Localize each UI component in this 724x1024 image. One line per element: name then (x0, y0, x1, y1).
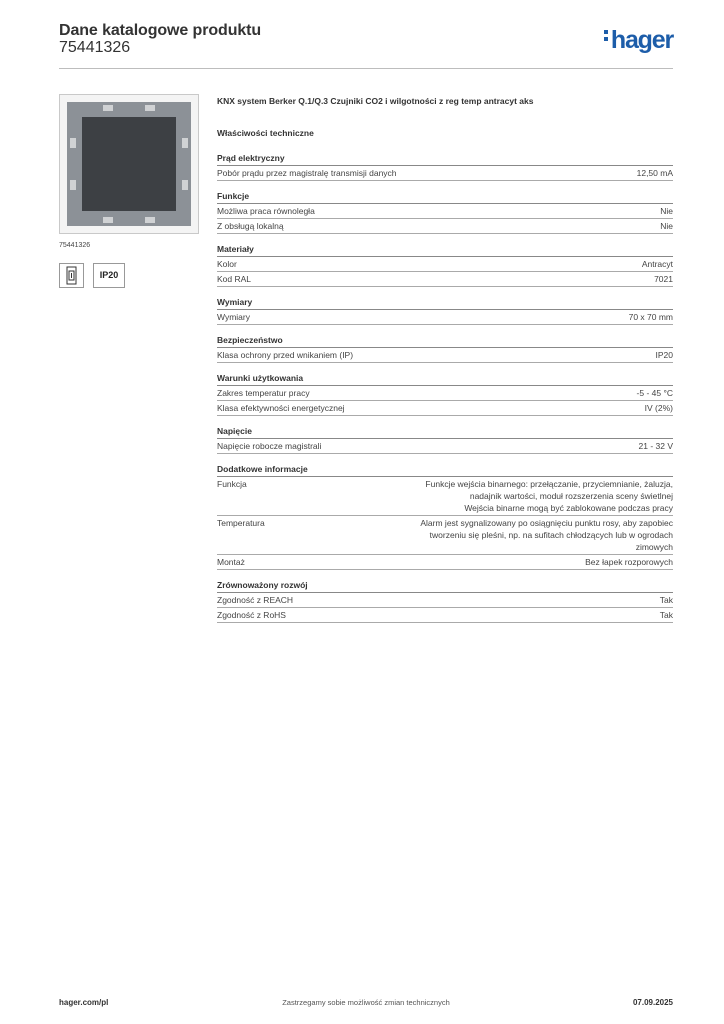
section-title: Wymiary (217, 296, 673, 310)
logo-text: hager (610, 26, 674, 54)
footer-date: 07.09.2025 (632, 998, 673, 1007)
spec-value: Tak (659, 610, 673, 620)
section-title: Funkcje (217, 190, 673, 204)
frame-slot (70, 180, 76, 190)
spec-value: IP20 (655, 350, 674, 360)
spec-value: 12,50 mA (636, 168, 673, 178)
section-title: Napięcie (217, 425, 673, 439)
product-name: KNX system Berker Q.1/Q.3 Czujniki CO2 i… (217, 96, 534, 106)
spec-label: Klasa efektywności energetycznej (217, 403, 345, 413)
spec-value: 21 - 32 V (638, 441, 674, 451)
spec-row: Napięcie robocze magistrali 21 - 32 V (217, 439, 673, 454)
spec-row: Pobór prądu przez magistralę transmisji … (217, 166, 673, 181)
frame-slot (182, 138, 188, 148)
page-title: Dane katalogowe produktu (59, 22, 262, 39)
spec-row: Zakres temperatur pracy -5 - 45 °C (217, 386, 673, 401)
spec-row: Wymiary 70 x 70 mm (217, 310, 673, 325)
spec-row: Zgodność z RoHS Tak (217, 608, 673, 623)
section-title: Materiały (217, 243, 673, 257)
mounting-icon (59, 263, 84, 288)
spec-label: Zgodność z REACH (217, 595, 294, 605)
spec-label: Temperatura (217, 518, 265, 528)
spec-value: Nie (660, 221, 673, 231)
section-title: Bezpieczeństwo (217, 334, 673, 348)
section-title: Prąd elektryczny (217, 152, 673, 166)
spec-label: Napięcie robocze magistrali (217, 441, 322, 451)
spec-label: Montaż (217, 557, 245, 567)
product-number: 75441326 (59, 39, 131, 56)
spec-label: Pobór prądu przez magistralę transmisji … (217, 168, 397, 178)
frame-slot (145, 217, 155, 223)
image-product-code: 75441326 (59, 242, 91, 249)
frame-slot (103, 217, 113, 223)
header-divider (59, 68, 673, 69)
spec-label: Kolor (217, 259, 237, 269)
spec-value: Bez łapek rozporowych (585, 557, 673, 567)
spec-value: Funkcje wejścia binarnego: przełączanie,… (425, 479, 673, 513)
spec-row: Możliwa praca równoległa Nie (217, 204, 673, 219)
logo-dots-icon (603, 30, 609, 44)
section-title: Dodatkowe informacje (217, 463, 673, 477)
frame-slot (182, 180, 188, 190)
spec-value: Tak (659, 595, 673, 605)
product-specifications: KNX system Berker Q.1/Q.3 Czujniki CO2 i… (217, 94, 673, 623)
page-header: Dane katalogowe produktu 75441326 hager (59, 20, 674, 68)
mounting-frame (67, 102, 191, 226)
spec-row: Montaż Bez łapek rozporowych (217, 555, 673, 570)
spec-label: Klasa ochrony przed wnikaniem (IP) (217, 350, 354, 360)
spec-row: Kolor Antracyt (217, 257, 673, 272)
spec-value: 70 x 70 mm (628, 312, 673, 322)
spec-value: 7021 (654, 274, 673, 284)
frame-slot (145, 105, 155, 111)
spec-row: Kod RAL 7021 (217, 272, 673, 287)
spec-label: Możliwa praca równoległa (217, 206, 315, 216)
spec-value: -5 - 45 °C (636, 388, 673, 398)
hager-logo: hager (603, 26, 674, 54)
spec-value: Antracyt (641, 259, 673, 269)
spec-label: Wymiary (217, 312, 250, 322)
section-title: Warunki użytkowania (217, 372, 673, 386)
spec-row: Zgodność z REACH Tak (217, 593, 673, 608)
ip20-badge: IP20 (93, 263, 125, 288)
spec-row: Temperatura Alarm jest sygnalizowany po o… (217, 516, 673, 555)
spec-label: Zakres temperatur pracy (217, 388, 310, 398)
spec-row: Klasa efektywności energetycznej IV (2%) (217, 401, 673, 416)
footer-disclaimer: Zastrzegamy sobie możliwość zmian techni… (282, 998, 450, 1007)
spec-value: IV (2%) (644, 403, 673, 413)
spec-label: Zgodność z RoHS (217, 610, 286, 620)
spec-row: Funkcja Funkcje wejścia binarnego: przełą… (217, 477, 673, 516)
spec-label: Kod RAL (217, 274, 252, 284)
spec-value: Alarm jest sygnalizowany po osiągnięciu … (420, 518, 673, 552)
product-image (59, 94, 199, 234)
spec-label: Funkcja (217, 479, 247, 489)
frame-slot (70, 138, 76, 148)
spec-label: Z obsługą lokalną (217, 221, 284, 231)
spec-value: Nie (660, 206, 673, 216)
technical-properties-title: Właściwości techniczne (217, 128, 314, 138)
sensor-cover-plate (82, 117, 176, 211)
frame-slot (103, 105, 113, 111)
section-title: Zrównoważony rozwój (217, 579, 673, 593)
footer-website[interactable]: hager.com/pl (59, 998, 109, 1007)
spec-row: Z obsługą lokalną Nie (217, 219, 673, 234)
spec-row: Klasa ochrony przed wnikaniem (IP) IP20 (217, 348, 673, 363)
